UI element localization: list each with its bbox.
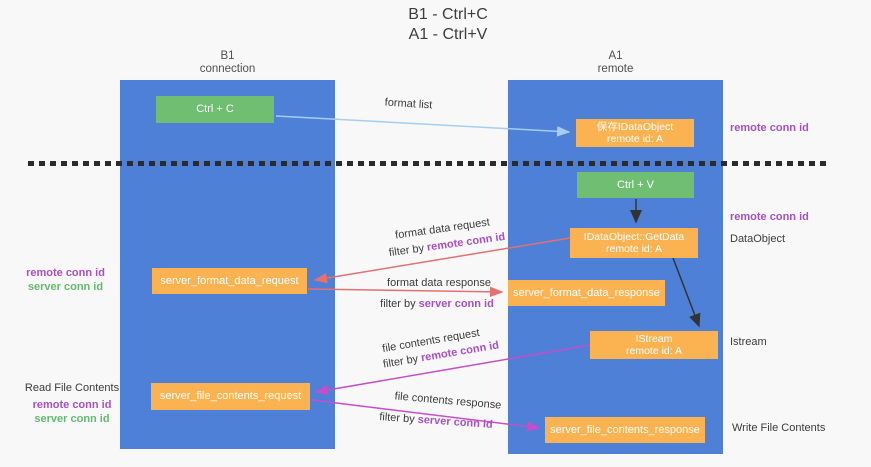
server-file-contents-request-label: server_file_contents_request xyxy=(159,390,302,403)
title-line-2: A1 - Ctrl+V xyxy=(408,25,488,43)
node-ctrl-c: Ctrl + C xyxy=(156,96,274,123)
edge-label-format-data-response: format data response xyxy=(387,277,491,289)
annotation-read-file-contents-group: Read File Contents remote conn id server… xyxy=(22,381,122,426)
server-conn-id-text: server conn id xyxy=(418,298,494,310)
annotation-istream: Istream xyxy=(730,336,767,348)
annotation-write-file-contents: Write File Contents xyxy=(732,422,826,434)
server-file-contents-response-label: server_file_contents_response xyxy=(550,423,700,436)
phase-separator-dashed-line xyxy=(28,161,831,166)
lifeline-header-a1: A1 remote xyxy=(508,50,723,76)
save-idataobject-line1: 保存IDataObject xyxy=(596,120,674,133)
filter-by-text: filter by xyxy=(388,242,425,260)
server-format-data-request-label: server_format_data_request xyxy=(160,274,299,287)
server-conn-id-text: server conn id xyxy=(417,413,494,431)
remote-conn-id-label: remote conn id xyxy=(32,399,112,411)
ctrl-v-label: Ctrl + V xyxy=(617,178,654,191)
save-idataobject-line2: remote id: A xyxy=(606,133,664,145)
lifeline-a1-role: remote xyxy=(597,63,634,75)
lifeline-b1-role: connection xyxy=(199,63,256,75)
annotation-remote-conn-id-top: remote conn id xyxy=(730,122,809,134)
remote-conn-id-label: remote conn id xyxy=(26,267,105,279)
istream-line2: remote id: A xyxy=(625,345,683,357)
server-conn-id-label: server conn id xyxy=(27,281,104,293)
arrow-format-data-response xyxy=(307,286,504,298)
filter-by-text: filter by xyxy=(380,298,416,310)
server-format-data-response-label: server_format_data_response xyxy=(513,286,660,299)
node-save-idataobject: 保存IDataObject remote id: A xyxy=(576,119,694,147)
filter-by-text: filter by xyxy=(382,352,420,371)
getdata-line2: remote id: A xyxy=(605,243,663,255)
node-ctrl-v: Ctrl + V xyxy=(577,172,694,198)
annotation-dataobject: DataObject xyxy=(730,233,786,245)
node-istream: IStream remote id: A xyxy=(590,331,718,359)
lifeline-header-b1: B1 connection xyxy=(120,50,335,76)
node-server-format-data-response: server_format_data_response xyxy=(508,280,665,306)
istream-line1: IStream xyxy=(635,332,673,345)
edge-label-file-contents-response: file contents response xyxy=(394,390,502,412)
node-idataobject-getdata: IDataObject::GetData remote id: A xyxy=(570,228,698,258)
getdata-line1: IDataObject::GetData xyxy=(583,230,685,243)
annotation-remote-conn-id-mid: remote conn id xyxy=(730,211,809,223)
server-conn-id-label: server conn id xyxy=(34,413,110,425)
diagram-title: B1 - Ctrl+C A1 - Ctrl+V xyxy=(148,5,748,44)
node-server-file-contents-response: server_file_contents_response xyxy=(545,417,705,443)
annotation-conn-ids-left: remote conn id server conn id xyxy=(18,266,113,294)
read-file-contents-label: Read File Contents xyxy=(24,382,120,394)
lifeline-a1-name: A1 xyxy=(608,50,623,62)
filter-by-text: filter by xyxy=(378,411,416,426)
edge-label-format-list: format list xyxy=(384,96,433,112)
node-server-file-contents-request: server_file_contents_request xyxy=(151,383,310,410)
ctrl-c-label: Ctrl + C xyxy=(196,103,234,116)
title-line-1: B1 - Ctrl+C xyxy=(408,6,488,23)
node-server-format-data-request: server_format_data_request xyxy=(152,268,307,294)
lifeline-b1-name: B1 xyxy=(220,50,235,62)
